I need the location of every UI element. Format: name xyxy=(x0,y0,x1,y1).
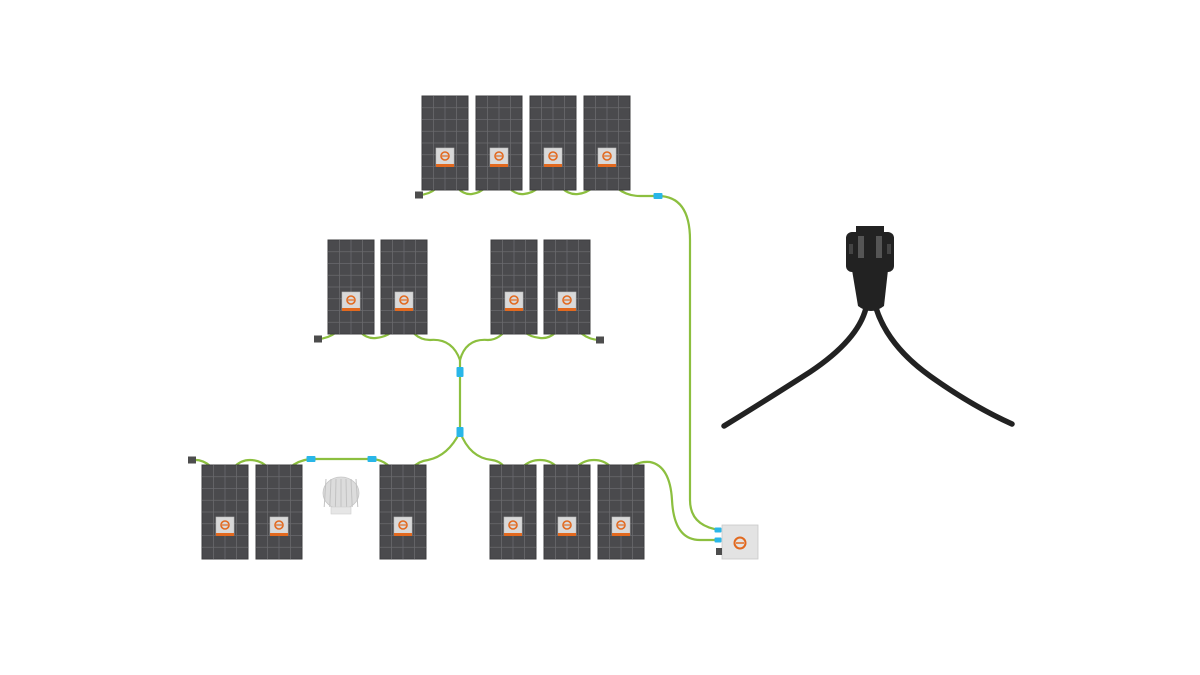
microinverter-stripe xyxy=(598,164,616,167)
solar-panel xyxy=(421,95,469,191)
cable-connector xyxy=(714,537,722,543)
solar-panel xyxy=(543,464,591,560)
microinverter-stripe xyxy=(504,533,522,536)
solar-panel xyxy=(490,239,538,335)
microinverter-stripe xyxy=(558,533,576,536)
microinverter xyxy=(557,516,577,536)
vent-fin xyxy=(350,478,353,508)
vent-fin xyxy=(355,478,359,508)
trunk-cable xyxy=(458,430,722,542)
microinverter-stripe xyxy=(270,533,288,536)
panel-layer xyxy=(201,95,645,560)
enphase-logo-icon xyxy=(346,295,356,305)
cable-connector xyxy=(306,456,316,462)
enphase-logo-icon xyxy=(440,151,450,161)
plug-slot xyxy=(876,236,882,258)
enphase-logo-icon xyxy=(562,295,572,305)
enphase-logo-icon xyxy=(562,520,572,530)
microinverter-stripe xyxy=(342,308,360,311)
microinverter xyxy=(394,291,414,311)
terminator-cap xyxy=(314,335,322,343)
microinverter xyxy=(269,516,289,536)
solar-panel xyxy=(327,239,375,335)
microinverter-stripe xyxy=(612,533,630,536)
enphase-logo-icon xyxy=(733,536,747,550)
enphase-logo-icon xyxy=(398,520,408,530)
microinverter xyxy=(215,516,235,536)
cable-connector xyxy=(367,456,377,462)
plug-head xyxy=(846,232,894,272)
solar-panel xyxy=(255,464,303,560)
plug-clip xyxy=(887,244,891,254)
microinverter xyxy=(504,291,524,311)
roof-vent-icon xyxy=(322,476,360,515)
solar-panel xyxy=(489,464,537,560)
plug-latch xyxy=(856,226,884,236)
microinverter xyxy=(503,516,523,536)
vent-fin xyxy=(323,478,327,508)
plug-clip xyxy=(849,244,853,254)
microinverter xyxy=(557,291,577,311)
solar-panel xyxy=(379,464,427,560)
vent-fin xyxy=(334,478,337,508)
enphase-logo-icon xyxy=(509,295,519,305)
vent-fin xyxy=(345,478,348,508)
microinverter-stripe xyxy=(436,164,454,167)
enphase-logo-icon xyxy=(274,520,284,530)
microinverter xyxy=(341,291,361,311)
cable-connector xyxy=(653,193,663,199)
solar-panel xyxy=(583,95,631,191)
junction-box xyxy=(716,524,759,560)
junction-box-body xyxy=(721,524,759,560)
solar-panel xyxy=(201,464,249,560)
solar-panel xyxy=(597,464,645,560)
terminator-cap xyxy=(596,336,604,344)
accessory-layer xyxy=(188,191,1015,560)
enphase-logo-icon xyxy=(616,520,626,530)
cable-connector xyxy=(714,527,722,533)
trunk-cable xyxy=(656,194,722,532)
vent-base xyxy=(330,506,352,515)
enphase-logo-icon xyxy=(494,151,504,161)
solar-panel xyxy=(475,95,523,191)
microinverter-stripe xyxy=(505,308,523,311)
plug-cable-right xyxy=(873,305,1015,427)
y-connector-plug-icon xyxy=(721,226,1015,429)
terminator-cap xyxy=(415,191,423,199)
solar-panel xyxy=(380,239,428,335)
microinverter xyxy=(489,147,509,167)
solar-panel xyxy=(529,95,577,191)
vent-fin xyxy=(329,478,332,508)
enphase-logo-icon xyxy=(399,295,409,305)
solar-panel xyxy=(543,239,591,335)
terminator-cap xyxy=(716,548,722,555)
microinverter-stripe xyxy=(490,164,508,167)
microinverter-stripe xyxy=(216,533,234,536)
plug-cable-left xyxy=(721,305,869,429)
cable-connector xyxy=(456,427,464,437)
microinverter-stripe xyxy=(395,308,413,311)
enphase-logo-icon xyxy=(220,520,230,530)
microinverter-stripe xyxy=(394,533,412,536)
enphase-logo-icon xyxy=(548,151,558,161)
microinverter-stripe xyxy=(558,308,576,311)
microinverter xyxy=(597,147,617,167)
terminator-cap xyxy=(188,456,196,464)
microinverter xyxy=(435,147,455,167)
microinverter xyxy=(393,516,413,536)
microinverter xyxy=(543,147,563,167)
plug-slot xyxy=(858,236,864,258)
microinverter xyxy=(611,516,631,536)
plug-body xyxy=(852,270,888,311)
cable-connector xyxy=(456,367,464,377)
microinverter-stripe xyxy=(544,164,562,167)
enphase-logo-icon xyxy=(602,151,612,161)
enphase-logo-icon xyxy=(508,520,518,530)
